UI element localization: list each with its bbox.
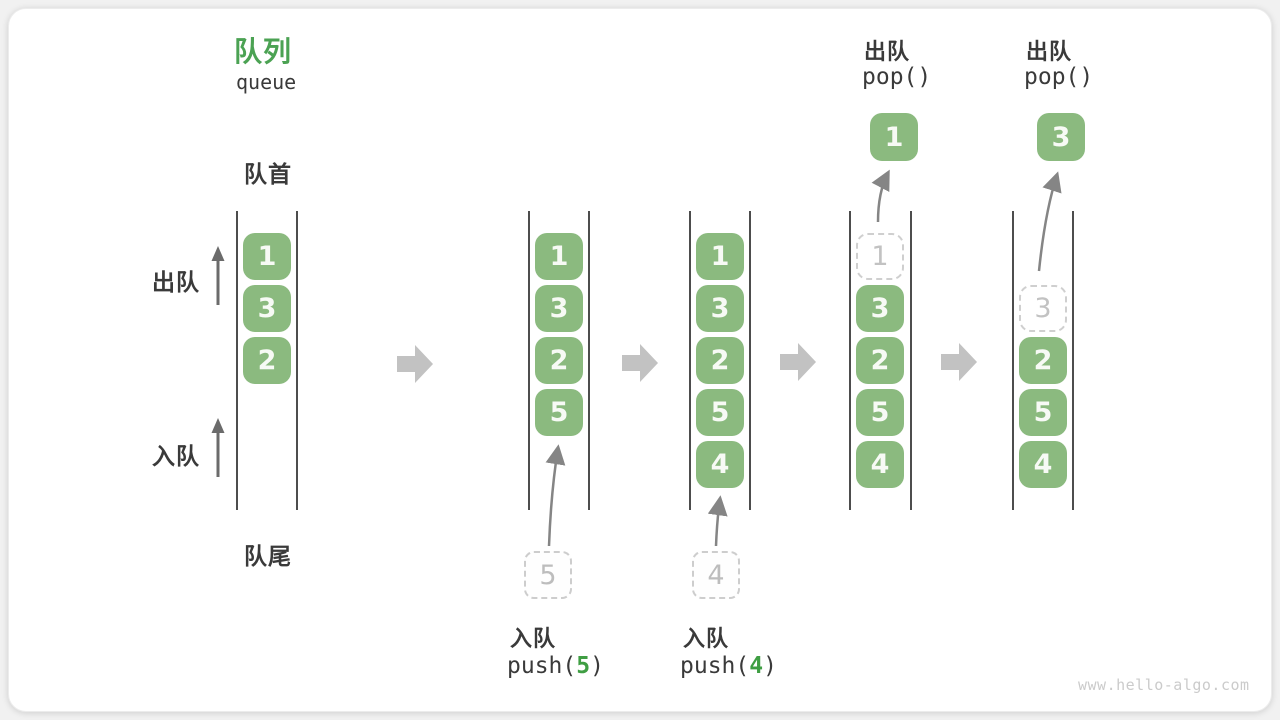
queue-wall: [749, 211, 751, 510]
op-label-dequeue: 出队: [1026, 39, 1073, 64]
op-label-enqueue: 入队: [683, 626, 730, 651]
queue-cell: 2: [856, 337, 904, 384]
queue-wall: [910, 211, 912, 510]
op-code-arg: 5: [576, 653, 591, 679]
op-code-push: push(4): [680, 653, 777, 679]
watermark: www.hello-algo.com: [1078, 676, 1250, 694]
queue-cell: 5: [1019, 389, 1067, 436]
op-code-pop: pop(): [862, 64, 932, 90]
queue-cell-ghost: 3: [1019, 285, 1067, 332]
queue-cell: 3: [856, 285, 904, 332]
queue-wall: [1012, 211, 1014, 510]
op-code-pop: pop(): [1024, 64, 1094, 90]
popped-cell: 1: [870, 113, 918, 161]
queue-cell: 4: [696, 441, 744, 488]
op-label-dequeue: 出队: [864, 39, 911, 64]
op-code-push: push(5): [507, 653, 604, 679]
op-code-text: push(: [680, 653, 750, 679]
queue-cell: 3: [696, 285, 744, 332]
queue-wall: [236, 211, 238, 510]
queue-wall: [588, 211, 590, 510]
op-code-text: push(: [507, 653, 577, 679]
label-queue-front: 队首: [244, 161, 292, 187]
op-code-text: ): [763, 653, 777, 679]
queue-cell: 5: [856, 389, 904, 436]
op-label-enqueue: 入队: [510, 626, 557, 651]
figure-card: [8, 8, 1272, 712]
queue-cell: 2: [1019, 337, 1067, 384]
queue-cell: 3: [243, 285, 291, 332]
queue-wall: [1072, 211, 1074, 510]
queue-cell: 5: [535, 389, 583, 436]
queue-wall: [528, 211, 530, 510]
queue-cell: 2: [696, 337, 744, 384]
pending-cell: 5: [524, 551, 572, 599]
pending-cell: 4: [692, 551, 740, 599]
queue-cell: 3: [535, 285, 583, 332]
figure-title-en: queue: [236, 70, 297, 94]
label-enqueue-side: 入队: [152, 443, 200, 469]
label-dequeue-side: 出队: [152, 269, 200, 295]
figure-title-zh: 队列: [234, 36, 293, 67]
queue-cell: 2: [535, 337, 583, 384]
queue-wall: [689, 211, 691, 510]
queue-cell: 1: [243, 233, 291, 280]
popped-cell: 3: [1037, 113, 1085, 161]
queue-wall: [849, 211, 851, 510]
queue-cell: 5: [696, 389, 744, 436]
queue-cell: 4: [856, 441, 904, 488]
op-code-arg: 4: [749, 653, 764, 679]
queue-cell: 1: [535, 233, 583, 280]
queue-cell: 1: [696, 233, 744, 280]
queue-cell: 2: [243, 337, 291, 384]
queue-wall: [296, 211, 298, 510]
label-queue-rear: 队尾: [244, 543, 292, 569]
queue-cell: 4: [1019, 441, 1067, 488]
queue-cell-ghost: 1: [856, 233, 904, 280]
op-code-text: ): [590, 653, 604, 679]
